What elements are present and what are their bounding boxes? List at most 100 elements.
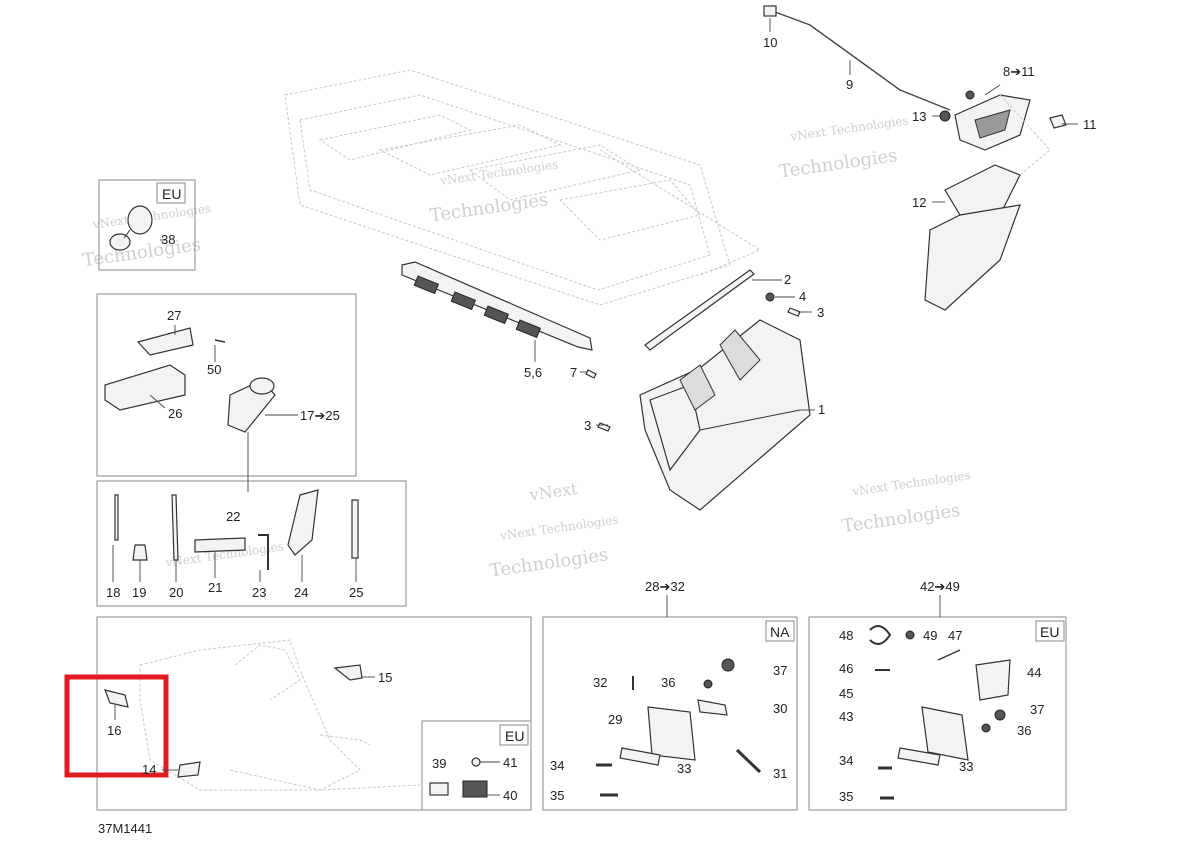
callout-41: 41 xyxy=(503,755,517,770)
callout-34b: 34 xyxy=(839,753,853,768)
eu-tag-box-3 xyxy=(1035,620,1065,642)
eu-plate-box xyxy=(421,720,532,811)
callout-20: 20 xyxy=(169,585,183,600)
callout-50: 50 xyxy=(207,362,221,377)
callout-25: 25 xyxy=(349,585,363,600)
callout-38: 38 xyxy=(161,232,175,247)
callout-34a: 34 xyxy=(550,758,564,773)
callout-43: 43 xyxy=(839,709,853,724)
callout-35a: 35 xyxy=(550,788,564,803)
callout-40: 40 xyxy=(503,788,517,803)
callout-18: 18 xyxy=(106,585,120,600)
callout-1: 1 xyxy=(818,402,825,417)
callout-30: 30 xyxy=(773,701,787,716)
tools-box xyxy=(96,480,407,607)
callout-23: 23 xyxy=(252,585,266,600)
callout-39: 39 xyxy=(432,756,446,771)
callout-29: 29 xyxy=(608,712,622,727)
snowmobile-ghost xyxy=(139,639,421,791)
callout-14: 14 xyxy=(142,762,156,777)
callout-37a: 37 xyxy=(773,663,787,678)
part-41 xyxy=(471,757,481,767)
callout-17-25: 17➔25 xyxy=(300,408,340,423)
callout-16: 16 xyxy=(107,723,121,738)
callout-31: 31 xyxy=(773,766,787,781)
diagram-code: 37M1441 xyxy=(98,821,152,836)
callout-24: 24 xyxy=(294,585,308,600)
callout-36b: 36 xyxy=(1017,723,1031,738)
part-40 xyxy=(462,780,488,798)
watermark-2: Technologies xyxy=(81,234,202,271)
eu-tag-2: EU xyxy=(505,728,524,744)
callout-33a: 33 xyxy=(677,761,691,776)
watermark-11: Technologies xyxy=(841,500,962,537)
mirror-part xyxy=(109,205,153,251)
callout-42-49: 42➔49 xyxy=(920,579,960,594)
callout-47: 47 xyxy=(948,628,962,643)
strip-part xyxy=(644,269,755,351)
callout-10: 10 xyxy=(763,35,777,50)
eu-bracket-parts xyxy=(869,625,1011,800)
ghost-seat-outline xyxy=(284,69,762,306)
watermark-9: Technologies xyxy=(489,544,610,581)
snowmobile-box xyxy=(96,616,532,811)
watermark-6: Technologies xyxy=(778,145,899,182)
callout-19: 19 xyxy=(132,585,146,600)
na-tag: NA xyxy=(770,624,790,640)
tail-light-assembly xyxy=(763,5,1067,311)
callout-15: 15 xyxy=(378,670,392,685)
callout-7: 7 xyxy=(570,365,577,380)
callout-46: 46 xyxy=(839,661,853,676)
callout-35b: 35 xyxy=(839,789,853,804)
na-bracket-parts xyxy=(596,658,762,797)
na-bracket-box xyxy=(542,616,798,811)
callout-32: 32 xyxy=(593,675,607,690)
eu-mirror-box xyxy=(98,179,196,271)
callout-45: 45 xyxy=(839,686,853,701)
callout-3a: 3 xyxy=(817,305,824,320)
callout-labels: 10 9 8➔11 13 11 12 2 4 3 1 3 7 5,6 EU 38… xyxy=(98,35,1097,836)
callout-2: 2 xyxy=(784,272,791,287)
callout-22: 22 xyxy=(226,509,240,524)
eu-bracket-box xyxy=(808,616,1067,811)
leader-lines xyxy=(112,18,1078,796)
callout-12: 12 xyxy=(912,195,926,210)
callout-36a: 36 xyxy=(661,675,675,690)
callout-44: 44 xyxy=(1027,665,1041,680)
callout-9: 9 xyxy=(846,77,853,92)
callout-13: 13 xyxy=(912,109,926,124)
callout-27: 27 xyxy=(167,308,181,323)
tool-bag-parts xyxy=(104,327,276,433)
callout-28-32: 28➔32 xyxy=(645,579,685,594)
decal-16 xyxy=(104,689,129,708)
callout-21: 21 xyxy=(208,580,222,595)
watermark-3: vNext Technologies xyxy=(438,157,559,188)
decal-14 xyxy=(177,761,201,778)
rear-bumper-part xyxy=(639,319,811,511)
watermark-7: vNext xyxy=(527,479,579,505)
decal-15 xyxy=(333,664,363,681)
callout-8: 8➔11 xyxy=(1003,64,1035,79)
eu-tag-box-2 xyxy=(499,724,529,746)
watermark-8: vNext Technologies xyxy=(498,513,619,544)
highlight-box xyxy=(64,674,169,778)
eu-tag-1: EU xyxy=(162,186,181,202)
watermark-10: vNext Technologies xyxy=(850,468,971,499)
callout-33b: 33 xyxy=(959,759,973,774)
part-39 xyxy=(429,782,449,796)
callout-49: 49 xyxy=(923,628,937,643)
callout-26: 26 xyxy=(168,406,182,421)
toolkit-box xyxy=(96,293,357,477)
callout-3b: 3 xyxy=(584,418,591,433)
side-rail-part xyxy=(401,261,593,351)
na-tag-box xyxy=(765,620,795,642)
callout-11: 11 xyxy=(1083,117,1097,132)
tool-parts xyxy=(114,489,359,570)
watermark-5: vNext Technologies xyxy=(788,113,909,144)
fasteners xyxy=(585,292,801,432)
callout-37b: 37 xyxy=(1030,702,1044,717)
callout-4: 4 xyxy=(799,289,806,304)
eu-tag-3: EU xyxy=(1040,624,1059,640)
callout-5-6: 5,6 xyxy=(524,365,542,380)
